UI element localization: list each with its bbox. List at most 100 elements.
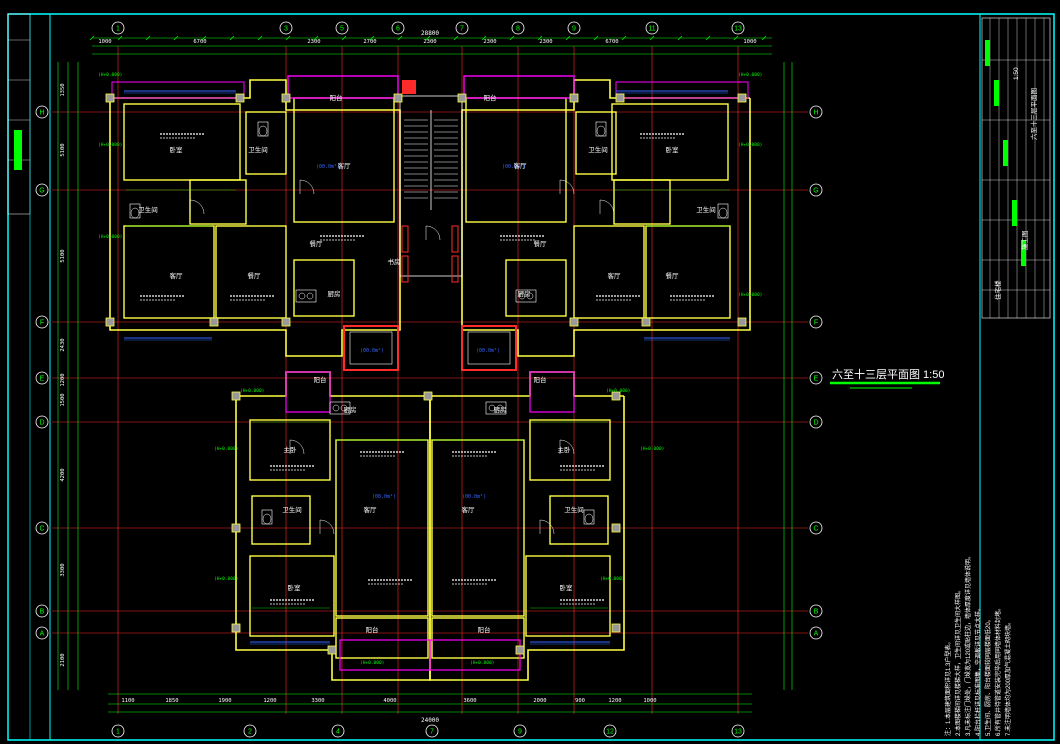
axis-top-6-label: 6 xyxy=(396,26,400,33)
axis-bottom-4: 4 xyxy=(331,724,345,738)
dim-bottom-1: 1850 xyxy=(165,698,178,704)
title-block-stage: 施工图 xyxy=(1020,231,1029,251)
axis-right-E: E xyxy=(809,371,823,385)
room-label-master_bedroom-21: 主卧 xyxy=(558,445,572,454)
left-strip xyxy=(7,13,31,740)
dim-top-5: 2300 xyxy=(483,39,496,45)
axis-top-5-label: 5 xyxy=(340,26,344,33)
note-5: 5.卫生间、厨房、阳台楼面较同层楼面低20。 xyxy=(984,616,992,736)
svg-text:(00.0m²): (00.0m²) xyxy=(502,164,526,170)
room-label-living-6: 客厅 xyxy=(338,161,352,170)
dim-left-6: 4200 xyxy=(60,468,66,481)
room-label-dining-12: 餐厅 xyxy=(310,239,324,248)
dim-bottom-4: 3300 xyxy=(311,698,324,704)
room-label-living-26: 客厅 xyxy=(364,505,378,514)
axis-left-C: C xyxy=(35,521,49,535)
room-label-balcony-16: 阳台 xyxy=(314,375,327,384)
room-label-bath-10: 卫生间 xyxy=(138,205,158,214)
axis-left-E: E xyxy=(35,371,49,385)
note-2: 2.本图楼梯间详见楼梯大样，卫生间详见卫生间大样图。 xyxy=(954,587,962,736)
svg-text:(H+0.000): (H+0.000) xyxy=(738,292,762,298)
axis-right-B: B xyxy=(809,604,823,618)
dim-left-8: 2100 xyxy=(60,653,66,666)
axis-bottom-9-label: 9 xyxy=(518,729,522,736)
axis-right-G-label: G xyxy=(813,188,818,195)
axis-top-6: 6 xyxy=(391,21,405,35)
dim-left-7: 3300 xyxy=(60,563,66,576)
room-label-bath-23: 卫生间 xyxy=(564,505,584,514)
room-label-kitchen-15: 厨房 xyxy=(518,289,531,298)
dim-bottom-10: 1000 xyxy=(643,698,656,704)
axis-top-8: 8 xyxy=(511,21,525,35)
svg-text:(H+0.000): (H+0.000) xyxy=(738,142,762,148)
axis-bottom-7: 7 xyxy=(425,724,439,738)
floor-plan-details: (H+0.000) (H+0.000) (H+0.000) (H+0.000) (H+0… xyxy=(98,72,762,666)
room-label-bedroom-24: 卧室 xyxy=(288,583,302,592)
dim-left-0: 1350 xyxy=(60,83,66,96)
note-6: 6.所有管井待管道安装完毕后用同墙体材料封堵。 xyxy=(994,605,1002,736)
axis-bottom-1: 1 xyxy=(111,724,125,738)
axis-right-A-label: A xyxy=(814,631,819,638)
room-label-kitchen-19: 厨房 xyxy=(494,405,507,414)
note-3: 3.凡未标注门垛处，门垛宽为120或贴柱边，墙体厚度详见墙体说明。 xyxy=(964,553,972,736)
axis-bottom-4-label: 4 xyxy=(336,729,340,736)
room-label-bedroom-0: 卧室 xyxy=(170,145,184,154)
axis-bottom-1-label: 1 xyxy=(116,729,120,736)
dim-top-overall: 28800 xyxy=(421,30,439,37)
axis-left-H-label: H xyxy=(39,110,44,117)
axis-left-F: F xyxy=(35,315,49,329)
drawing-title-text: 六至十三层平面图 1:50 xyxy=(832,367,944,381)
dim-bottom-8: 900 xyxy=(575,698,585,704)
dim-top-8: 1000 xyxy=(743,39,756,45)
axis-right-C: C xyxy=(809,521,823,535)
axis-left-D: D xyxy=(35,415,49,429)
dim-top-0: 1000 xyxy=(98,39,111,45)
svg-text:(H+0.000): (H+0.000) xyxy=(98,142,122,148)
room-label-bedroom-1: 卧室 xyxy=(666,145,680,154)
svg-text:(H+0.000): (H+0.000) xyxy=(214,446,238,452)
axis-top-8-label: 8 xyxy=(516,26,520,33)
axis-top-1-label: 1 xyxy=(116,26,120,33)
room-label-living-4: 客厅 xyxy=(608,271,622,280)
axis-right-C-label: C xyxy=(813,526,818,533)
svg-text:(H+0.000): (H+0.000) xyxy=(600,576,624,582)
dim-bottom-9: 1200 xyxy=(608,698,621,704)
svg-text:(H+0.000): (H+0.000) xyxy=(470,660,494,666)
grid-lines xyxy=(52,46,808,714)
note-4: 4.阳台栏杆详见标准图集，空调板详见节点大样。 xyxy=(974,605,982,736)
room-label-kitchen-18: 厨房 xyxy=(344,405,357,414)
dim-left-1: 5100 xyxy=(60,143,66,156)
drawing-title: 六至十三层平面图 1:50 xyxy=(830,367,944,389)
axis-right-B-label: B xyxy=(814,609,819,616)
dim-top-1: 6700 xyxy=(193,39,206,45)
axis-left-H: H xyxy=(35,105,49,119)
axis-left-B-label: B xyxy=(40,609,45,616)
axis-top-1: 1 xyxy=(111,21,125,35)
dim-top-7: 6700 xyxy=(605,39,618,45)
svg-text:(H+0.000): (H+0.000) xyxy=(606,388,630,394)
room-label-kitchen-14: 厨房 xyxy=(328,289,341,298)
axis-bottom-13-label: 13 xyxy=(734,729,742,736)
dim-bottom-2: 1900 xyxy=(218,698,231,704)
axis-top-9-label: 9 xyxy=(572,26,576,33)
room-label-bath-9: 卫生间 xyxy=(588,145,608,154)
svg-text:(H+0.000): (H+0.000) xyxy=(214,576,238,582)
svg-text:(H+0.000): (H+0.000) xyxy=(98,234,122,240)
room-label-balcony-17: 阳台 xyxy=(534,375,547,384)
room-label-balcony-32: 阳台 xyxy=(484,93,497,102)
svg-text:(00.0m²): (00.0m²) xyxy=(316,164,340,170)
axis-left-C-label: C xyxy=(39,526,44,533)
room-label-dining-5: 餐厅 xyxy=(666,271,680,280)
axis-bottom-7-label: 7 xyxy=(430,729,434,736)
axis-bottom-2: 2 xyxy=(243,724,257,738)
room-label-dining-3: 餐厅 xyxy=(248,271,262,280)
axis-right-D-label: D xyxy=(813,420,818,427)
svg-text:(00.0m²): (00.0m²) xyxy=(360,348,384,354)
axis-left-A: A xyxy=(35,626,49,640)
room-label-living-7: 客厅 xyxy=(514,161,528,170)
svg-text:(H+0.000): (H+0.000) xyxy=(738,72,762,78)
axis-left-A-label: A xyxy=(40,631,45,638)
svg-text:(00.0m²): (00.0m²) xyxy=(372,494,396,500)
dim-bottom-3: 1200 xyxy=(263,698,276,704)
